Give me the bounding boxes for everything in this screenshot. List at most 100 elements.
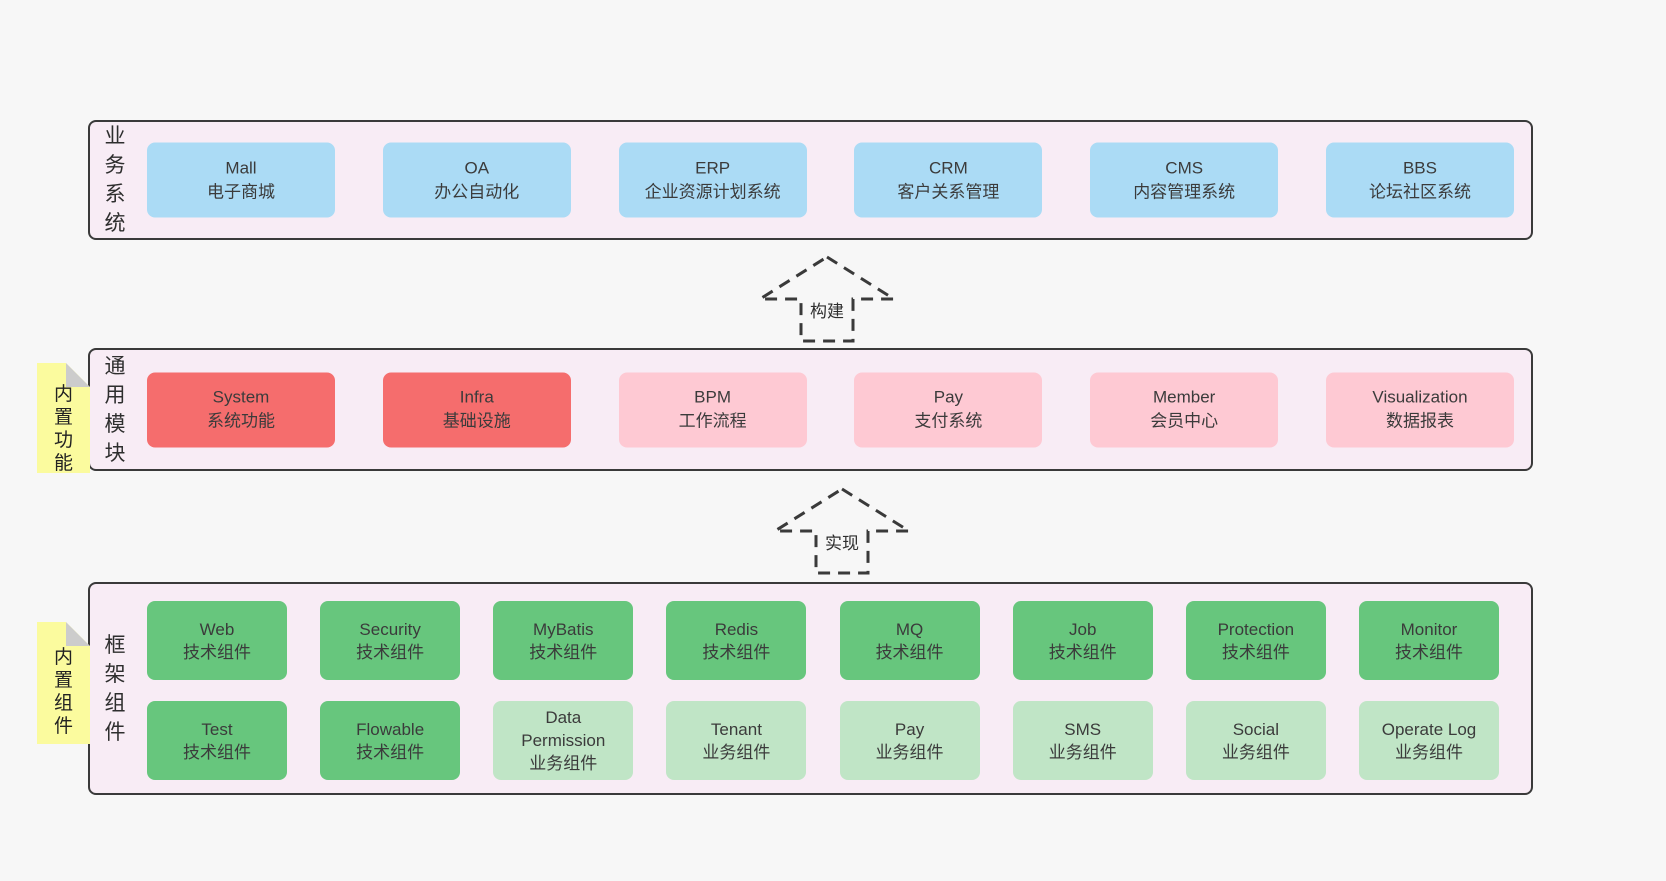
node-title: Flowable — [356, 719, 425, 739]
node-protection: Protection 技术组件 — [1185, 601, 1326, 680]
node-data-permission: Data Permission 业务组件 — [493, 701, 634, 780]
node-title: Pay — [894, 719, 925, 739]
node-subtitle: 技术组件 — [356, 742, 425, 762]
node-member: Member 会员中心 — [1090, 372, 1279, 447]
node-job: Job 技术组件 — [1012, 601, 1153, 680]
node-bpm: BPM 工作流程 — [618, 372, 807, 447]
node-subtitle: 业务组件 — [702, 742, 771, 762]
node-subtitle: 会员中心 — [1150, 411, 1219, 431]
layer-common-modules: 通用模块 System 系统功能 Infra 基础设施 BPM 工作流程 Pay… — [88, 348, 1533, 471]
folded-corner-icon — [66, 622, 90, 646]
node-title: OA — [464, 158, 490, 177]
node-title: Web — [199, 619, 235, 639]
node-subtitle: 技术组件 — [529, 642, 598, 662]
node-subtitle: 办公自动化 — [434, 182, 520, 201]
node-subtitle: 业务组件 — [875, 742, 944, 762]
arrow-up-icon — [757, 255, 897, 343]
node-subtitle: 论坛社区系统 — [1368, 182, 1471, 201]
node-title: Mall — [225, 158, 257, 177]
node-subtitle: 业务组件 — [1048, 742, 1117, 762]
node-test: Test 技术组件 — [147, 701, 287, 780]
node-title: SMS — [1064, 719, 1102, 739]
node-redis: Redis 技术组件 — [666, 601, 807, 680]
node-title: Operate Log — [1381, 719, 1477, 739]
node-cms: CMS 内容管理系统 — [1090, 142, 1279, 218]
node-title: CMS — [1165, 158, 1204, 177]
common-modules-row: System 系统功能 Infra 基础设施 BPM 工作流程 Pay 支付系统… — [147, 372, 1514, 447]
sticky-note-label: 内置组件 — [53, 647, 73, 737]
arrow-build-label: 构建 — [810, 302, 844, 321]
node-flowable: Flowable 技术组件 — [320, 701, 461, 780]
node-subtitle: 支付系统 — [914, 411, 983, 431]
folded-corner-icon — [66, 363, 90, 387]
layer-label-framework-components: 框架组件 — [104, 633, 126, 744]
node-title: Pay — [933, 387, 964, 407]
arrow-build: 构建 — [757, 254, 897, 344]
node-title: Data Permission — [521, 708, 606, 750]
node-tenant: Tenant 业务组件 — [666, 701, 807, 780]
node-subtitle: 业务组件 — [1394, 742, 1463, 762]
node-subtitle: 技术组件 — [1394, 642, 1463, 662]
node-title: Protection — [1217, 619, 1295, 639]
node-title: Test — [201, 719, 233, 739]
node-oa: OA 办公自动化 — [382, 142, 571, 218]
node-subtitle: 工作流程 — [678, 411, 747, 431]
node-subtitle: 业务组件 — [1221, 742, 1290, 762]
node-crm: CRM 客户关系管理 — [854, 142, 1043, 218]
node-subtitle: 客户关系管理 — [897, 182, 1000, 201]
node-title: Social — [1232, 719, 1279, 739]
node-subtitle: 基础设施 — [442, 411, 511, 431]
node-subtitle: 数据报表 — [1385, 411, 1454, 431]
node-visualization: Visualization 数据报表 — [1325, 372, 1514, 447]
node-web: Web 技术组件 — [147, 601, 287, 680]
node-subtitle: 企业资源计划系统 — [644, 182, 781, 201]
node-system: System 系统功能 — [147, 372, 335, 447]
node-subtitle: 系统功能 — [207, 411, 275, 431]
node-title: System — [212, 387, 270, 407]
business-systems-row: Mall 电子商城 OA 办公自动化 ERP 企业资源计划系统 CRM 客户关系… — [147, 142, 1514, 218]
node-mq: MQ 技术组件 — [839, 601, 980, 680]
sticky-note-builtin-features: 内置功能 — [37, 363, 90, 473]
node-subtitle: 技术组件 — [1221, 642, 1290, 662]
node-title: Monitor — [1400, 619, 1458, 639]
node-bbs: BBS 论坛社区系统 — [1325, 142, 1514, 218]
node-infra: Infra 基础设施 — [382, 372, 571, 447]
arrow-implement-label: 实现 — [825, 534, 859, 553]
layer-business-systems: 业务系统 Mall 电子商城 OA 办公自动化 ERP 企业资源计划系统 CRM… — [88, 120, 1533, 240]
node-subtitle: 技术组件 — [183, 642, 251, 662]
node-title: Job — [1068, 619, 1097, 639]
node-title: Security — [359, 619, 421, 639]
node-subtitle: 技术组件 — [183, 742, 251, 762]
layer-label-business-systems: 业务系统 — [104, 125, 126, 235]
node-sms: SMS 业务组件 — [1012, 701, 1153, 780]
framework-components-grid: Web 技术组件 Security 技术组件 MyBatis 技术组件 Redi… — [147, 601, 1499, 780]
node-mybatis: MyBatis 技术组件 — [493, 601, 634, 680]
node-title: MQ — [895, 619, 924, 639]
node-security: Security 技术组件 — [320, 601, 461, 680]
node-monitor: Monitor 技术组件 — [1358, 601, 1499, 680]
node-mall: Mall 电子商城 — [147, 142, 335, 218]
node-title: Redis — [714, 619, 759, 639]
node-subtitle: 技术组件 — [875, 642, 944, 662]
node-subtitle: 内容管理系统 — [1133, 182, 1236, 201]
node-subtitle: 业务组件 — [529, 754, 598, 773]
node-social: Social 业务组件 — [1185, 701, 1326, 780]
node-pay-system: Pay 支付系统 — [854, 372, 1043, 447]
node-operate-log: Operate Log 业务组件 — [1358, 701, 1499, 780]
node-title: CRM — [929, 158, 968, 177]
node-title: BBS — [1402, 158, 1437, 177]
arrow-implement: 实现 — [772, 486, 912, 576]
node-subtitle: 电子商城 — [207, 182, 275, 201]
sticky-note-label: 内置功能 — [53, 384, 73, 474]
node-erp: ERP 企业资源计划系统 — [618, 142, 807, 218]
sticky-note-builtin-components: 内置组件 — [37, 622, 90, 744]
node-title: Infra — [459, 387, 494, 407]
layer-label-common-modules: 通用模块 — [104, 354, 126, 465]
node-title: MyBatis — [533, 619, 594, 639]
node-subtitle: 技术组件 — [1048, 642, 1117, 662]
node-pay-component: Pay 业务组件 — [839, 701, 980, 780]
node-title: ERP — [695, 158, 731, 177]
layer-framework-components: 框架组件 Web 技术组件 Security 技术组件 MyBatis 技术组件… — [88, 582, 1533, 795]
arrow-up-icon — [772, 487, 912, 575]
node-title: BPM — [694, 387, 732, 407]
